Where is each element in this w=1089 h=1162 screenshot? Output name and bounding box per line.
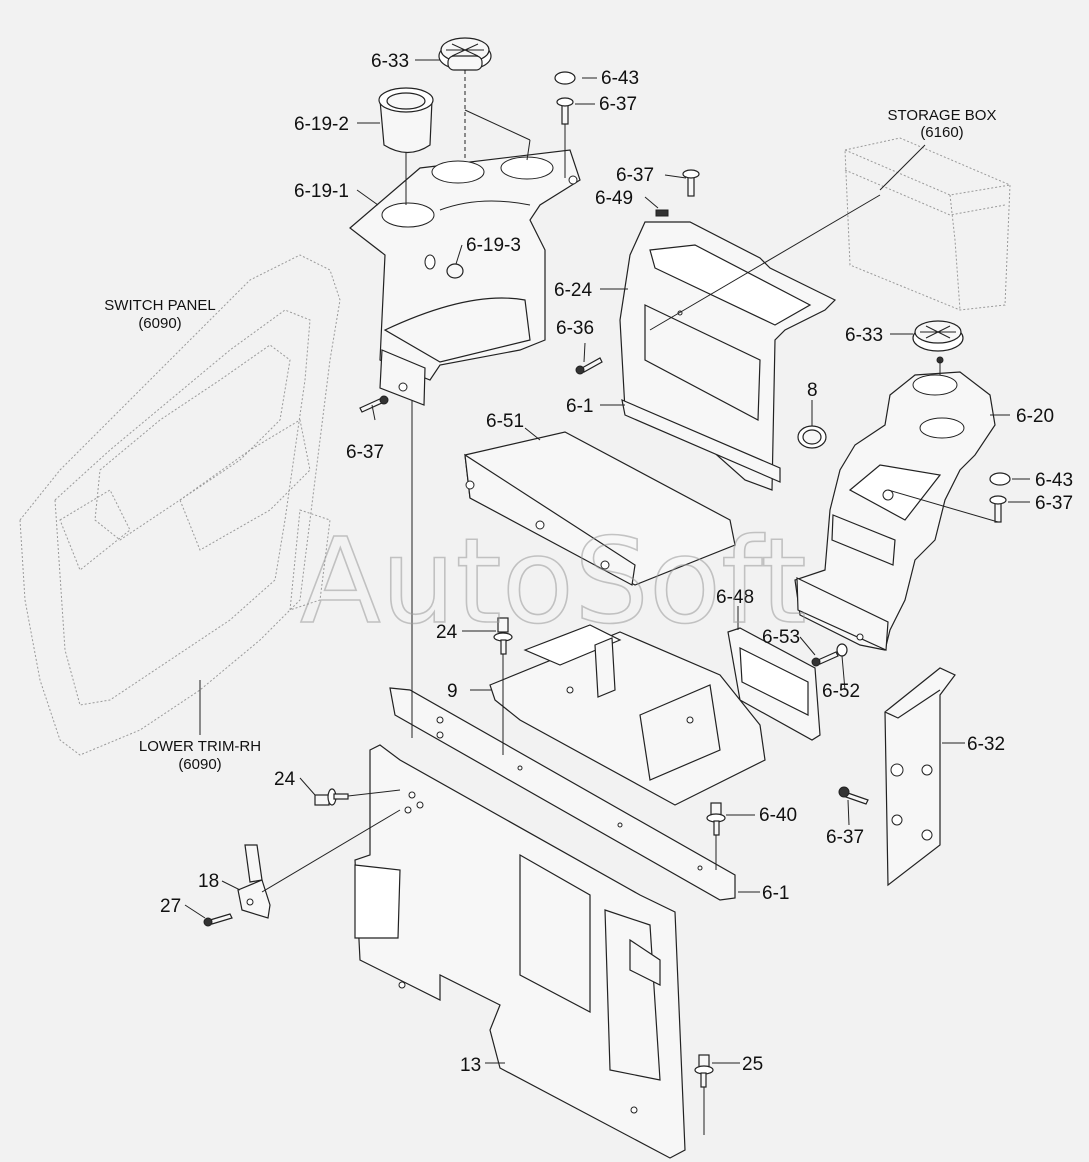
screw-6-36 [575,357,603,375]
switch-panel-name: SWITCH PANEL [104,297,215,314]
storage-box-name: STORAGE BOX [888,107,997,124]
cup-cap-6-33-right [912,320,964,364]
screw-6-37-b [682,169,700,197]
storage-box-code: (6160) [920,124,963,141]
bolt-24-left [314,788,349,806]
callout-label: 6-37 [616,165,654,186]
callout-label: 6-20 [1016,406,1054,427]
cup-holder-insert-6-19-2 [378,87,434,154]
callout-label: 6-33 [371,51,409,72]
callout-label: 18 [198,871,219,892]
cup-cap-6-33-top [438,37,492,71]
switch-panel-code: (6090) [138,315,181,332]
callout-label: 24 [436,622,458,643]
callout-label: 6-48 [716,587,754,608]
clip-6-43-right [989,472,1011,486]
plug-6-19-3 [446,263,464,279]
leader-lines [184,59,1030,1135]
clip-6-49 [655,209,669,217]
console-housing-6-20 [794,371,996,651]
clip-6-43-top [554,71,576,85]
switch-panel-ghost [19,254,341,756]
callout-label: 6-19-2 [294,114,349,135]
callout-label: 27 [160,896,181,917]
callout-label: 6-33 [845,325,883,346]
callout-label: 6-43 [1035,470,1073,491]
callout-label: 6-37 [599,94,637,115]
release-lever-18 [237,844,271,919]
nut-6-52 [836,643,848,657]
callout-label: 6-53 [762,627,800,648]
callout-label: 9 [447,681,458,702]
callout-label: 6-19-3 [466,235,521,256]
screw-6-37-a [359,395,389,413]
bolt-6-40 [706,802,726,836]
callout-label: 6-37 [826,827,864,848]
lower-trim-name: LOWER TRIM-RH [139,738,261,755]
callout-label: 6-24 [554,280,592,301]
part-callouts: 6-33 6-19-2 6-19-1 6-19-3 6-37 6-43 6-37… [160,51,1073,1076]
callout-label: 25 [742,1054,763,1075]
callout-label: 6-52 [822,681,860,702]
callout-label: 6-37 [346,442,384,463]
callout-label: 6-32 [967,734,1005,755]
storage-box-ghost [844,137,1011,311]
screw-27 [203,913,233,927]
bolt-24-top [493,617,513,655]
bolt-25 [694,1054,714,1088]
callout-label: 6-19-1 [294,181,349,202]
reference-labels: SWITCH PANEL (6090) LOWER TRIM-RH (6090)… [104,107,996,773]
screw-6-37-bracket [838,786,869,805]
side-strip-6-1 [389,687,736,901]
base-panel-13 [354,744,686,1159]
side-bracket-6-32 [884,667,956,887]
callout-label: 6-43 [601,68,639,89]
screw-6-37-top [556,97,574,125]
callout-label: 24 [274,769,296,790]
mounting-bracket-9 [489,624,766,806]
clamp-8 [797,425,827,449]
watermark-text: AutoSoft [300,512,807,650]
console-housing-6-19-1 [349,149,581,406]
callout-label: 6-49 [595,188,633,209]
screw-6-53 [811,651,839,667]
top-cover-6-51 [464,431,736,586]
callout-label: 6-1 [566,396,593,417]
callout-label: 6-36 [556,318,594,339]
callout-label: 6-51 [486,411,524,432]
callout-label: 6-40 [759,805,797,826]
callout-label: 13 [460,1055,481,1076]
screw-6-37-right [989,495,1007,523]
callout-label: 6-37 [1035,493,1073,514]
callout-label: 8 [807,380,818,401]
rear-panel-6-24 [619,221,837,491]
lower-trim-code: (6090) [178,756,221,773]
callout-label: 6-1 [762,883,789,904]
